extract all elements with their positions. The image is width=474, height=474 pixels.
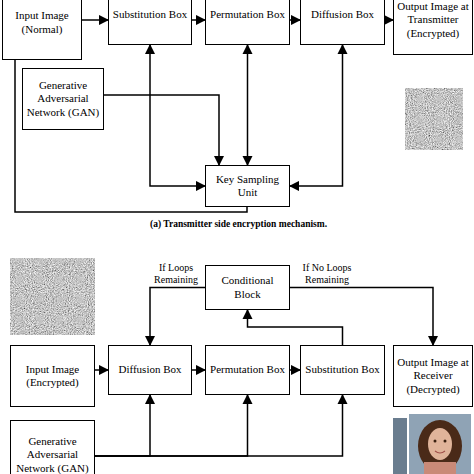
box-text: Substitution Box [305,363,379,376]
process-box: Permutation Box [205,0,290,45]
flow-arrow [192,369,205,371]
flow-arrow [290,369,300,371]
flow-arrow [150,45,205,186]
box-text: Input Image (Encrypted) [13,363,92,389]
box-text: Diffusion Box [118,363,181,376]
decrypted-photo [393,414,471,474]
box-text: Conditional Block [208,274,287,300]
process-box: Substitution Box [108,0,192,45]
flow-arrow [290,288,433,346]
box-text: Generative Adversarial Network (GAN) [13,435,92,474]
box-text: Output Image at Transmitter (Encrypted) [396,0,470,40]
process-box: Diffusion Box [300,0,385,45]
process-box: Input Image (Encrypted) [10,345,95,407]
figure-caption: (a) Transmitter side encryption mechanis… [150,219,327,229]
flow-arrow [95,395,248,456]
edge-label: If No Loops Remaining [294,262,360,285]
flow-arrow [82,19,108,21]
box-text: Generative Adversarial Network (GAN) [25,79,101,119]
process-box: Key Sampling Unit [205,165,290,207]
process-box: Output Image at Transmitter (Encrypted) [393,0,473,55]
process-box: Generative Adversarial Network (GAN) [22,68,104,130]
process-box: Permutation Box [205,345,290,395]
process-box: Diffusion Box [108,345,192,395]
box-text: Permutation Box [210,8,285,21]
process-box: Conditional Block [205,265,290,310]
process-box: Generative Adversarial Network (GAN) [10,420,95,474]
flow-arrow [150,288,205,346]
box-text: Key Sampling Unit [208,173,287,199]
flow-arrow [247,45,249,165]
box-text: Input Image (Normal) [5,9,79,35]
flow-arrow [95,395,343,456]
flow-arrow [290,19,300,21]
noise-image [10,258,95,335]
process-box: Output Image at Receiver (Decrypted) [393,345,473,407]
process-box: Substitution Box [300,345,385,395]
flow-arrow [385,19,393,21]
process-box: Input Image (Normal) [2,0,82,60]
flow-arrow [248,310,343,345]
flow-arrow [95,395,150,456]
flow-arrow [192,19,205,21]
flow-arrow [95,369,108,371]
box-text: Diffusion Box [311,8,374,21]
flow-arrow [104,95,219,165]
box-text: Permutation Box [210,363,285,376]
edge-label: If Loops Remaining [148,262,204,285]
noise-image [405,88,463,150]
flow-arrow [290,45,343,186]
box-text: Output Image at Receiver (Decrypted) [396,356,470,396]
box-text: Substitution Box [113,8,187,21]
